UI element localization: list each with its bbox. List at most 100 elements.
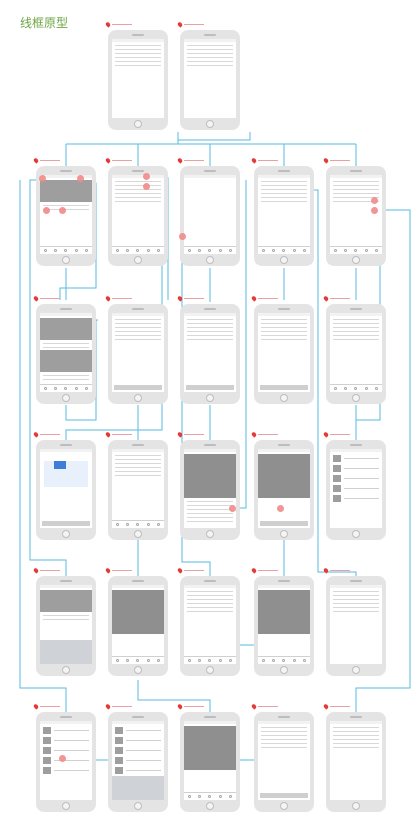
screen-label-chart xyxy=(32,431,60,438)
phone-frame-feed xyxy=(36,304,96,404)
tab-icon xyxy=(157,659,161,662)
tab-icon xyxy=(85,249,89,252)
label-placeholder xyxy=(184,706,204,707)
thumbnail xyxy=(115,737,123,744)
tab-icon xyxy=(364,249,368,252)
location-pin-icon xyxy=(104,295,112,302)
tab-icon xyxy=(54,249,58,252)
connector xyxy=(19,180,67,712)
screen-login xyxy=(112,39,164,118)
home-button-icon xyxy=(280,666,288,674)
text-line xyxy=(54,750,89,751)
home-button-icon xyxy=(206,666,214,674)
tab-icon xyxy=(136,249,140,252)
tab-icon xyxy=(218,795,222,798)
text-line xyxy=(333,181,379,182)
phone-frame-camera-a xyxy=(108,576,168,676)
phone-frame-register xyxy=(180,30,240,130)
text-line xyxy=(43,375,89,376)
home-button-icon xyxy=(352,394,360,402)
text-line xyxy=(261,735,307,736)
tap-point-icon xyxy=(371,207,378,214)
text-line xyxy=(261,197,307,198)
home-button-icon xyxy=(134,802,142,810)
home-button-icon xyxy=(352,802,360,810)
tab-bar xyxy=(330,384,382,392)
tab-icon xyxy=(272,659,276,662)
thumbnail xyxy=(333,455,341,462)
speaker xyxy=(278,580,290,582)
status-bar xyxy=(112,175,164,178)
text-line xyxy=(115,335,161,336)
status-bar xyxy=(40,313,92,316)
location-pin-icon xyxy=(32,295,40,302)
home-button-icon xyxy=(280,802,288,810)
tab-icon xyxy=(43,249,47,252)
tab-icon xyxy=(229,795,233,798)
screen-label-search xyxy=(104,703,132,710)
connector xyxy=(66,132,356,145)
tab-icon xyxy=(198,795,202,798)
text-line xyxy=(333,727,379,728)
text-line xyxy=(333,739,379,740)
location-pin-icon xyxy=(176,567,184,574)
label-placeholder xyxy=(330,706,350,707)
text-line xyxy=(126,740,161,741)
screen-blank-b xyxy=(112,449,164,528)
tab-icon xyxy=(146,659,150,662)
tap-point-icon xyxy=(77,175,84,182)
screen-list-a xyxy=(112,175,164,254)
location-pin-icon xyxy=(32,567,40,574)
text-line xyxy=(333,603,379,604)
text-line xyxy=(344,468,379,469)
label-placeholder xyxy=(258,298,278,299)
location-pin-icon xyxy=(176,21,184,28)
home-button-icon xyxy=(134,530,142,538)
phone-frame-chart xyxy=(36,440,96,540)
status-bar xyxy=(184,721,236,724)
label-placeholder xyxy=(330,570,350,571)
text-line xyxy=(333,201,379,202)
label-placeholder xyxy=(112,160,132,161)
tap-point-icon xyxy=(59,207,66,214)
text-line xyxy=(115,49,161,50)
text-line xyxy=(43,347,89,348)
speaker xyxy=(204,170,216,172)
phone-frame-form-a xyxy=(180,304,240,404)
tab-icon xyxy=(187,249,191,252)
home-button-icon xyxy=(280,394,288,402)
text-line xyxy=(115,45,161,46)
screen-search xyxy=(112,721,164,800)
text-line xyxy=(261,319,307,320)
text-line xyxy=(261,743,307,744)
status-bar xyxy=(258,175,310,178)
text-line xyxy=(115,57,161,58)
text-line xyxy=(187,53,233,54)
text-line xyxy=(187,57,233,58)
thumbnail xyxy=(115,747,123,754)
screen-home xyxy=(40,175,92,254)
screen-edit xyxy=(258,721,310,800)
action-button xyxy=(260,521,308,526)
speaker xyxy=(132,580,144,582)
banner-image xyxy=(40,180,92,202)
phone-frame-settings xyxy=(326,304,386,404)
home-button-icon xyxy=(134,666,142,674)
tab-icon xyxy=(229,659,233,662)
tab-icon xyxy=(282,249,286,252)
text-line xyxy=(115,471,161,472)
screen-label-detail xyxy=(104,295,132,302)
screen-label-edit xyxy=(250,703,278,710)
tab-icon xyxy=(218,659,222,662)
photo-area xyxy=(184,726,236,770)
speaker xyxy=(60,444,72,446)
screen-label-dropdown xyxy=(250,157,278,164)
tab-icon xyxy=(344,249,348,252)
list-row xyxy=(115,757,161,764)
status-bar xyxy=(330,175,382,178)
tab-icon xyxy=(85,387,89,390)
location-pin-icon xyxy=(32,703,40,710)
label-placeholder xyxy=(112,24,132,25)
location-pin-icon xyxy=(104,703,112,710)
text-line xyxy=(115,193,161,194)
